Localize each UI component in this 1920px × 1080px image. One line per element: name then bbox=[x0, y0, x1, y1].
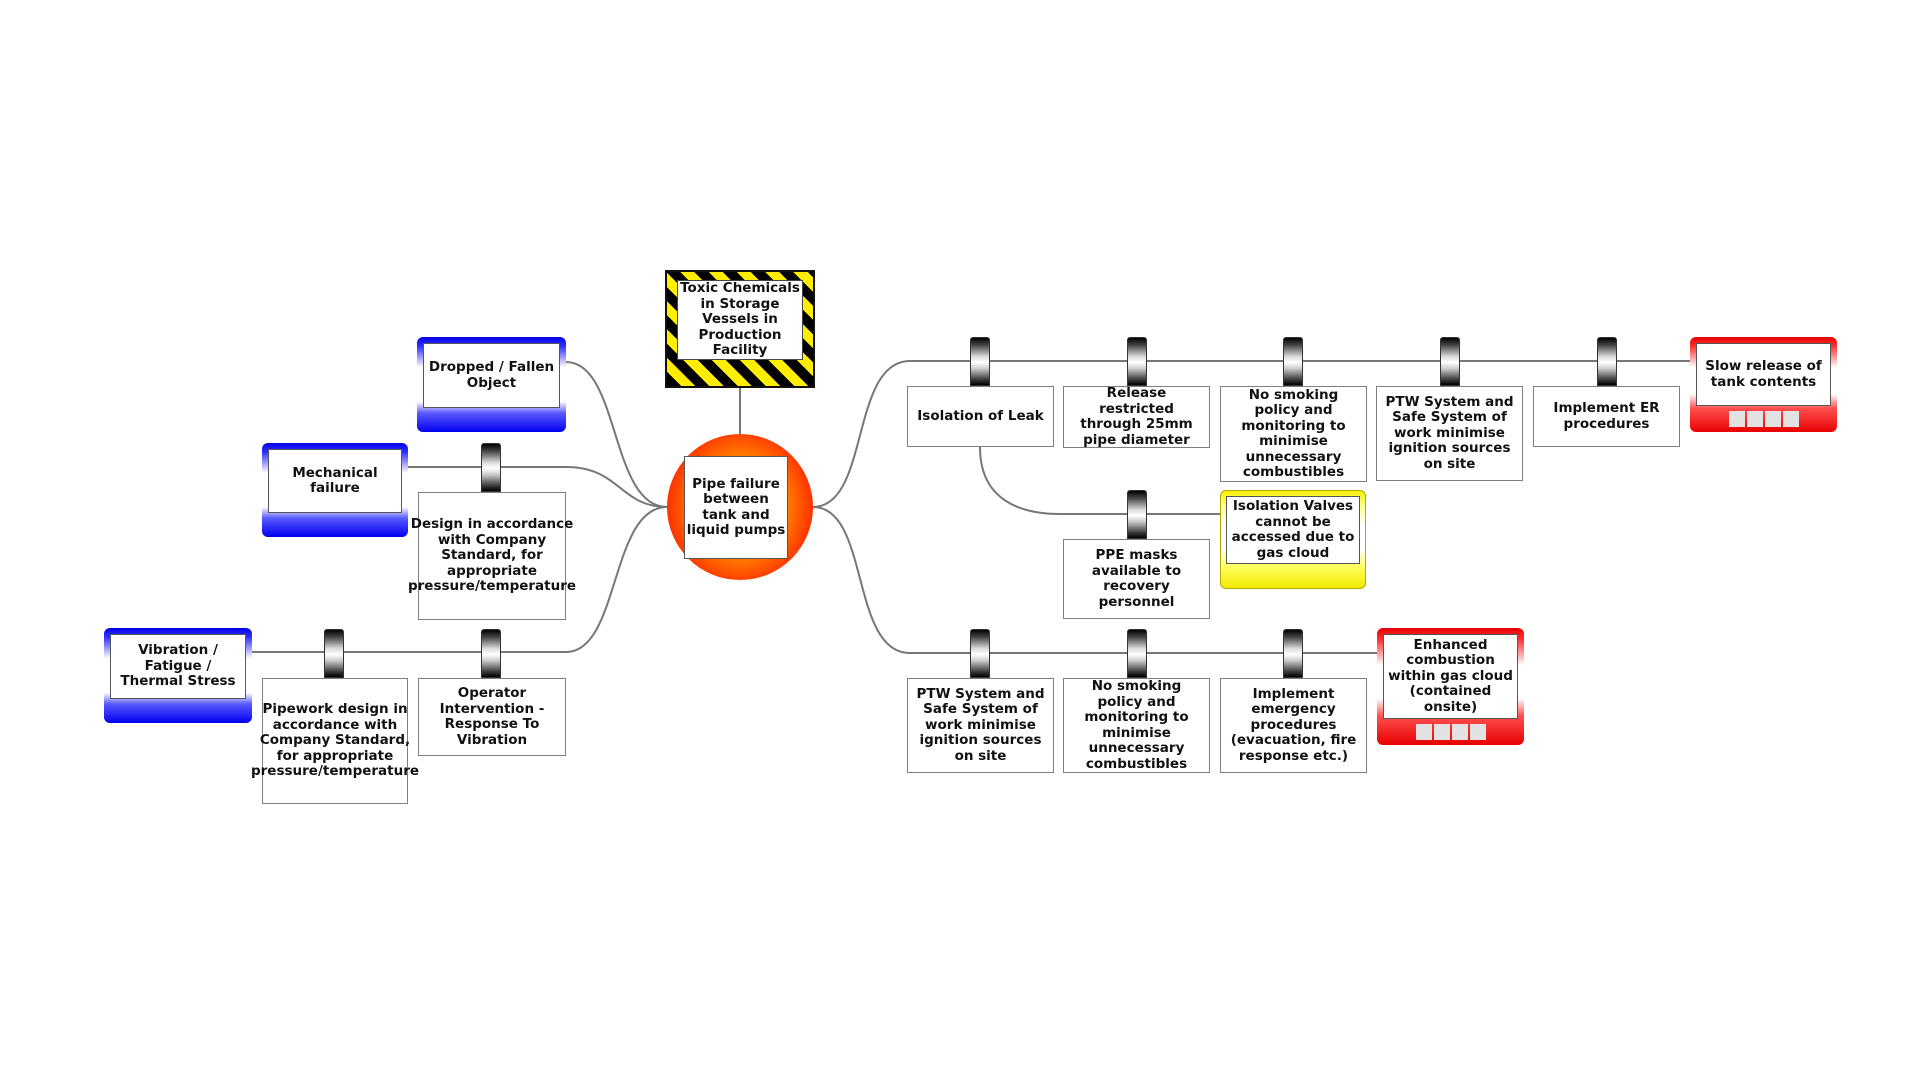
threat-connector bbox=[252, 506, 668, 653]
barrier-icon[interactable] bbox=[1283, 337, 1303, 386]
barrier-icon[interactable] bbox=[324, 629, 344, 678]
risk-rating-cells[interactable] bbox=[1415, 724, 1486, 740]
threat-box[interactable]: Vibration / Fatigue / Thermal Stress bbox=[104, 628, 252, 723]
barrier-icon[interactable] bbox=[1440, 337, 1460, 386]
threat-label: Mechanical failure bbox=[268, 449, 402, 513]
hazard-box[interactable]: Toxic Chemicals in Storage Vessels in Pr… bbox=[665, 270, 815, 388]
top-event-label: Pipe failure between tank and liquid pum… bbox=[684, 456, 788, 559]
hazard-label: Toxic Chemicals in Storage Vessels in Pr… bbox=[677, 280, 803, 360]
barrier-icon[interactable] bbox=[1283, 629, 1303, 678]
barrier-box[interactable]: Pipework design in accordance with Compa… bbox=[251, 678, 419, 804]
barrier-box[interactable]: Operator Intervention - Response To Vibr… bbox=[418, 678, 566, 756]
threat-connector bbox=[408, 466, 668, 508]
risk-rating-cells[interactable] bbox=[1728, 411, 1799, 427]
consequence-label: Slow release of tank contents bbox=[1696, 343, 1831, 406]
barrier-box[interactable]: Isolation of Leak bbox=[907, 386, 1054, 447]
barrier-icon[interactable] bbox=[970, 337, 990, 386]
barrier-box[interactable]: Implement ER procedures bbox=[1533, 386, 1680, 447]
threat-connector bbox=[565, 361, 668, 508]
barrier-box[interactable]: No smoking policy and monitoring to mini… bbox=[1063, 678, 1210, 773]
escalation-connector bbox=[979, 446, 1220, 515]
consequence-connector bbox=[812, 506, 1377, 654]
barrier-box[interactable]: No smoking policy and monitoring to mini… bbox=[1220, 386, 1367, 482]
consequence-label: Enhanced combustion within gas cloud (co… bbox=[1383, 634, 1518, 719]
barrier-box[interactable]: Release restricted through 25mm pipe dia… bbox=[1063, 385, 1210, 448]
barrier-box[interactable]: Implement emergency procedures (evacuati… bbox=[1220, 678, 1367, 773]
top-event[interactable]: Pipe failure between tank and liquid pum… bbox=[667, 434, 813, 580]
barrier-box[interactable]: Design in accordance with Company Standa… bbox=[408, 492, 576, 620]
barrier-icon[interactable] bbox=[1127, 629, 1147, 678]
escalation-factor-box[interactable]: Isolation Valves cannot be accessed due … bbox=[1220, 490, 1366, 589]
barrier-icon[interactable] bbox=[1127, 337, 1147, 386]
escalation-barrier-box[interactable]: PPE masks available to recovery personne… bbox=[1063, 539, 1210, 619]
escalation-barrier-icon[interactable] bbox=[1127, 490, 1147, 539]
consequence-connector bbox=[812, 360, 1690, 508]
barrier-icon[interactable] bbox=[1597, 337, 1617, 386]
barrier-icon[interactable] bbox=[481, 443, 501, 492]
threat-label: Vibration / Fatigue / Thermal Stress bbox=[110, 634, 246, 699]
consequence-box[interactable]: Slow release of tank contents bbox=[1690, 337, 1837, 432]
threat-label: Dropped / Fallen Object bbox=[423, 343, 560, 408]
consequence-box[interactable]: Enhanced combustion within gas cloud (co… bbox=[1377, 628, 1524, 745]
barrier-icon[interactable] bbox=[481, 629, 501, 678]
barrier-icon[interactable] bbox=[970, 629, 990, 678]
escalation-factor-label: Isolation Valves cannot be accessed due … bbox=[1226, 496, 1360, 564]
threat-box[interactable]: Dropped / Fallen Object bbox=[417, 337, 566, 432]
barrier-box[interactable]: PTW System and Safe System of work minim… bbox=[907, 678, 1054, 773]
threat-box[interactable]: Mechanical failure bbox=[262, 443, 408, 537]
barrier-box[interactable]: PTW System and Safe System of work minim… bbox=[1376, 386, 1523, 481]
